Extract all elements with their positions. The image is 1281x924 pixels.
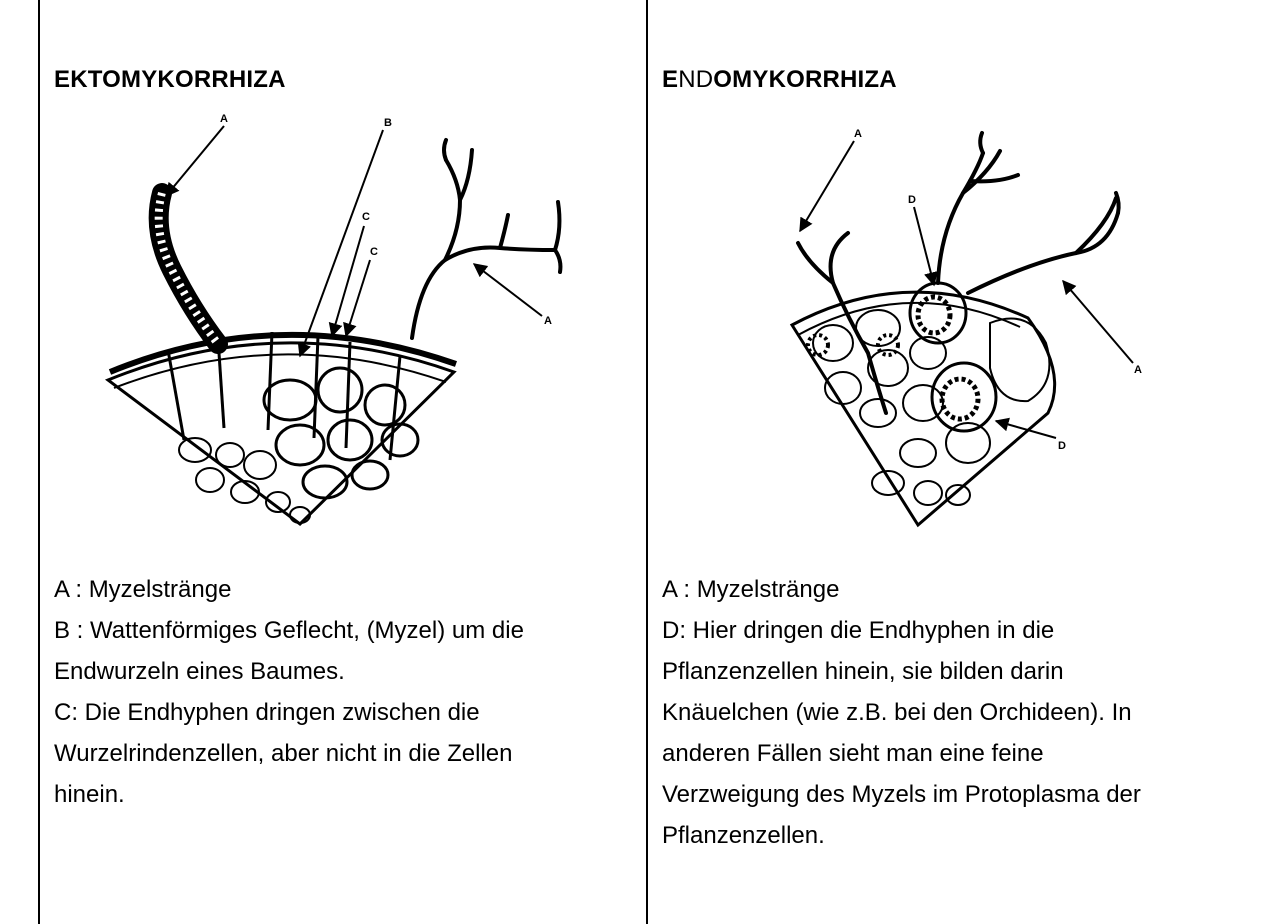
endomykorrhiza-title: ENDOMYKORRHIZA bbox=[662, 66, 897, 94]
label-a-top: A bbox=[220, 113, 228, 125]
label-c2: C bbox=[370, 246, 378, 258]
mycelium-mantle bbox=[110, 335, 456, 372]
label-c1: C bbox=[362, 211, 370, 223]
caption-line: C: Die Endhyphen dringen zwischen die bbox=[54, 692, 524, 733]
root-section bbox=[792, 292, 1055, 525]
endomykorrhiza-cell: ENDOMYKORRHIZA bbox=[648, 0, 1281, 924]
caption-line: D: Hier dringen die Endhyphen in die bbox=[662, 610, 1141, 651]
title-part: OMYKORRHIZA bbox=[713, 66, 897, 93]
caption-line: Knäuelchen (wie z.B. bei den Orchideen).… bbox=[662, 692, 1141, 733]
title-part: ND bbox=[678, 66, 713, 93]
label-d-top: D bbox=[908, 194, 916, 206]
label-d-bottom: D bbox=[1058, 440, 1066, 452]
endomykorrhiza-caption: A : Myzelstränge D: Hier dringen die End… bbox=[662, 569, 1141, 856]
ektomykorrhiza-cell: EKTOMYKORRHIZA bbox=[40, 0, 648, 924]
ektomykorrhiza-title: EKTOMYKORRHIZA bbox=[54, 66, 286, 94]
hyphae-right bbox=[412, 140, 560, 338]
ektomykorrhiza-diagram: A B C C A bbox=[100, 110, 570, 540]
two-column-table: EKTOMYKORRHIZA bbox=[38, 0, 1281, 924]
mycelium-strand-left bbox=[159, 193, 218, 344]
label-a-right: A bbox=[1134, 364, 1142, 376]
title-part: E bbox=[662, 66, 678, 93]
caption-line: B : Wattenförmiges Geflecht, (Myzel) um … bbox=[54, 610, 524, 651]
caption-line: Wurzelrindenzellen, aber nicht in die Ze… bbox=[54, 733, 524, 774]
caption-line: A : Myzelstränge bbox=[54, 569, 524, 610]
caption-line: Pflanzenzellen hinein, sie bilden darin bbox=[662, 651, 1141, 692]
label-a-right: A bbox=[544, 315, 552, 327]
caption-line: Pflanzenzellen. bbox=[662, 815, 1141, 856]
label-b: B bbox=[384, 117, 392, 129]
caption-line: Verzweigung des Myzels im Protoplasma de… bbox=[662, 774, 1141, 815]
inner-cells bbox=[179, 438, 310, 523]
cortex-cells bbox=[813, 310, 1049, 505]
cortex-cells bbox=[168, 332, 418, 498]
hyphae bbox=[798, 133, 1119, 413]
caption-line: Endwurzeln eines Baumes. bbox=[54, 651, 524, 692]
caption-line: A : Myzelstränge bbox=[662, 569, 1141, 610]
endomykorrhiza-diagram: A D A D bbox=[728, 113, 1198, 533]
caption-line: anderen Fällen sieht man eine feine bbox=[662, 733, 1141, 774]
ektomykorrhiza-caption: A : Myzelstränge B : Wattenförmiges Gefl… bbox=[54, 569, 524, 815]
label-a-top: A bbox=[854, 128, 862, 140]
caption-line: hinein. bbox=[54, 774, 524, 815]
